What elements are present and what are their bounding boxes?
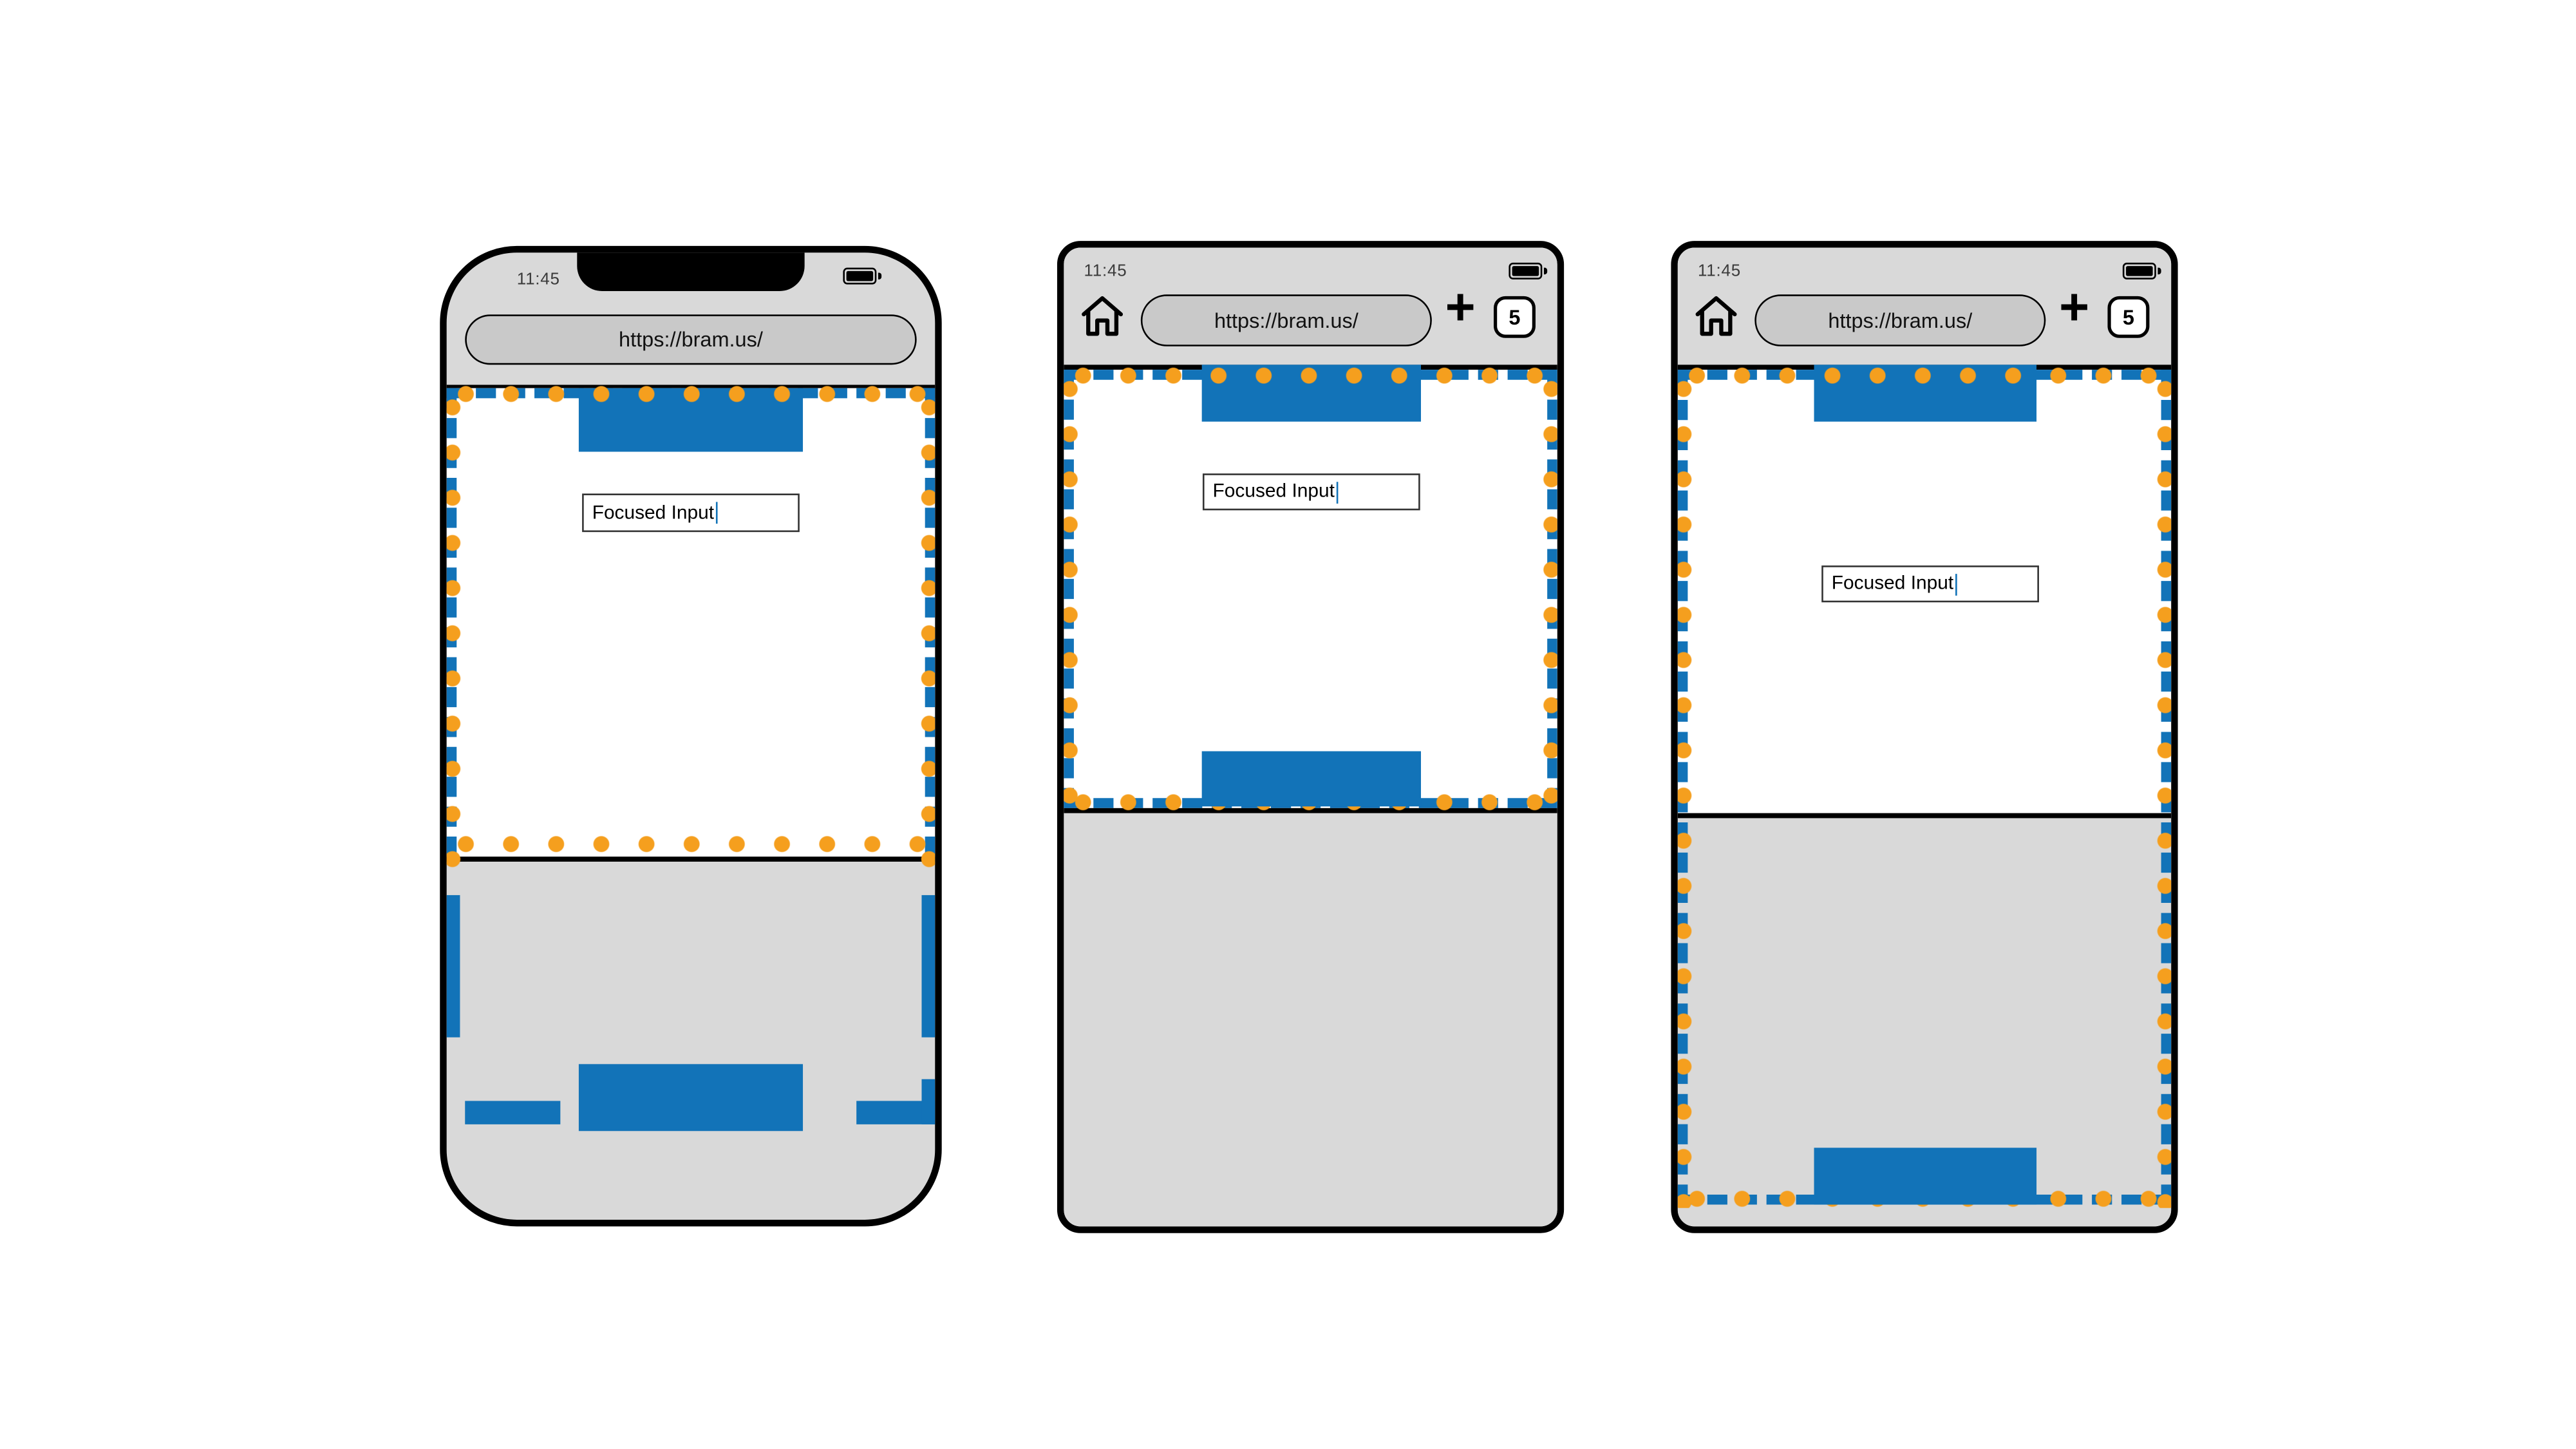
battery-body	[2122, 262, 2156, 279]
phone-android-a: 11:45 https://bram.us/ + 5 Focused Input	[1057, 241, 1565, 1233]
fixed-footer	[1201, 751, 1420, 807]
browser-chrome: 11:45 https://bram.us/ + 5	[1064, 247, 1557, 365]
notch	[577, 252, 805, 292]
layout-viewport: Focused Input	[446, 384, 935, 870]
battery-fill	[1512, 266, 1539, 276]
fixed-footer	[578, 1064, 804, 1132]
status-time: 11:45	[516, 270, 560, 290]
battery-icon	[1509, 262, 1548, 279]
browser-chrome: 11:45 https://bram.us/ + 5	[1677, 247, 2172, 365]
visual-viewport-dots-right	[919, 384, 935, 870]
text-caret	[715, 502, 719, 524]
fixed-footer	[1813, 1148, 2036, 1205]
fixed-header	[1813, 365, 2036, 422]
url-text: https://bram.us/	[1214, 308, 1359, 332]
battery-icon	[843, 267, 882, 285]
home-icon[interactable]	[1693, 293, 1740, 340]
keyboard-area	[1064, 808, 1557, 1227]
fixed-header	[1201, 365, 1420, 422]
visual-viewport-dots-left	[1677, 366, 1693, 1208]
layout-viewport-dash-bottom-left	[465, 1101, 561, 1124]
new-tab-button[interactable]: +	[1445, 278, 1476, 337]
tab-counter[interactable]: 5	[1494, 296, 1536, 338]
keyboard-divider	[446, 857, 935, 862]
visual-viewport-dots-left	[446, 384, 462, 870]
layout-viewport: Focused Input	[1677, 365, 2172, 1208]
input-text: Focused Input	[592, 502, 715, 523]
layout-viewport: Focused Input	[1064, 365, 1557, 812]
layout-viewport-dash-right	[921, 895, 935, 1037]
focused-input[interactable]: Focused Input	[582, 493, 800, 533]
battery-body	[843, 267, 877, 285]
battery-icon	[2122, 262, 2161, 279]
battery-nub	[1543, 267, 1548, 275]
url-bar[interactable]: https://bram.us/	[1140, 294, 1432, 346]
status-time: 11:45	[1084, 262, 1127, 281]
fixed-header	[578, 388, 804, 452]
url-bar[interactable]: https://bram.us/	[465, 314, 917, 365]
phone-android-b: 11:45 https://bram.us/ + 5 Focused Input	[1671, 241, 2178, 1233]
url-text: https://bram.us/	[619, 328, 763, 352]
url-text: https://bram.us/	[1828, 308, 1973, 332]
visual-viewport-dots-right	[1542, 366, 1557, 812]
visual-viewport-dots-left	[1064, 366, 1079, 812]
url-bar[interactable]: https://bram.us/	[1754, 294, 2046, 346]
layout-viewport-dash-right-lower	[921, 1079, 935, 1124]
layout-viewport-dash-left	[446, 895, 460, 1037]
status-time: 11:45	[1697, 262, 1741, 281]
focused-input[interactable]: Focused Input	[1821, 565, 2039, 603]
focused-input[interactable]: Focused Input	[1202, 473, 1420, 511]
battery-nub	[878, 272, 882, 280]
input-text: Focused Input	[1212, 482, 1335, 502]
text-caret	[1336, 480, 1339, 503]
phone-ios: 11:45 https://bram.us/ Focused Input	[440, 245, 942, 1227]
text-caret	[1955, 573, 1958, 595]
home-icon[interactable]	[1079, 293, 1126, 340]
new-tab-button[interactable]: +	[2059, 278, 2090, 337]
battery-body	[1509, 262, 1543, 279]
battery-nub	[2157, 267, 2161, 275]
visual-viewport-dots-right	[2156, 366, 2172, 1208]
input-text: Focused Input	[1831, 574, 1954, 594]
visual-viewport-dots-bottom	[446, 835, 935, 853]
tab-counter[interactable]: 5	[2107, 296, 2150, 338]
battery-fill	[847, 271, 873, 281]
battery-fill	[2126, 266, 2153, 276]
